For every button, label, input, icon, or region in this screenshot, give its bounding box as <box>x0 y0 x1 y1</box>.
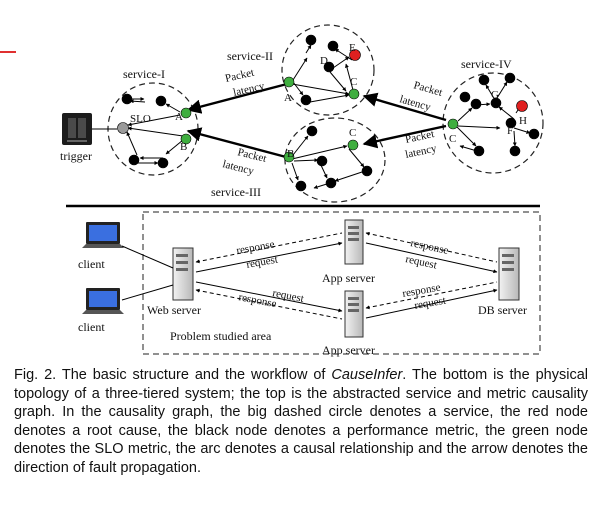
svg-text:request: request <box>413 295 446 312</box>
node-b-service1 <box>180 133 192 145</box>
client-links <box>121 245 174 301</box>
client-label-2: client <box>78 320 105 334</box>
node-c-service2 <box>348 88 360 100</box>
trigger-icon <box>62 113 92 145</box>
laptop-icon-1 <box>82 222 124 248</box>
figure-caption: Fig. 2. The basic structure and the work… <box>14 366 588 477</box>
node-d-label: D <box>320 55 328 67</box>
caption-italic: CauseInfer <box>331 367 403 383</box>
web-server-label: Web server <box>147 303 201 317</box>
node-a-label-1: A <box>175 111 183 123</box>
node-c-label-4: C <box>449 133 456 145</box>
svg-text:request: request <box>271 287 304 305</box>
app-server-label-2: App server <box>322 343 375 357</box>
service-ii-label: service-II <box>227 49 273 63</box>
root-cause-e <box>349 49 361 61</box>
service-iii-label: service-III <box>211 185 261 199</box>
service-i-label: service-I <box>123 67 165 81</box>
request-response-arrows <box>195 231 498 320</box>
node-g-label: G <box>491 89 499 101</box>
node-c-label-3: C <box>349 127 356 139</box>
service-ii-circle <box>281 24 375 116</box>
svg-text:request: request <box>404 253 438 271</box>
node-b-label-3: B <box>287 148 294 160</box>
node-e-label: E <box>349 42 356 54</box>
slo-label: SLO <box>130 113 151 125</box>
node-h-label: H <box>519 115 527 127</box>
node-c-service3 <box>347 139 359 151</box>
node-c-label-2: C <box>350 76 357 88</box>
service-iv-label: service-IV <box>461 57 512 71</box>
slo-node <box>117 122 129 134</box>
laptop-icon-2 <box>82 288 124 314</box>
node-a-label-2: A <box>284 92 292 104</box>
db-server-icon <box>498 247 520 301</box>
app-server-icon-1 <box>344 219 364 265</box>
node-b-label-1: B <box>180 141 187 153</box>
web-server-icon <box>172 247 194 301</box>
causal-arcs <box>126 44 531 189</box>
node-a-service2 <box>283 76 295 88</box>
caption-suffix: . The bottom is the physical topology of… <box>14 367 588 476</box>
caption-prefix: Fig. 2. The basic structure and the work… <box>14 367 332 383</box>
app-server-icon-2 <box>344 290 364 338</box>
service-iv-circle <box>442 72 544 174</box>
svg-text:latency: latency <box>232 80 266 99</box>
db-server-label: DB server <box>478 303 527 317</box>
node-b-service3 <box>283 151 295 163</box>
svg-text:Packet: Packet <box>404 128 435 146</box>
edge-labels: Packet latency Packet latency Packet lat… <box>221 67 443 178</box>
node-c-service4 <box>447 118 459 130</box>
app-server-label-1: App server <box>322 271 375 285</box>
root-cause-h <box>516 100 528 112</box>
problem-area-label: Problem studied area <box>170 329 272 343</box>
metric-nodes <box>117 34 540 192</box>
node-a-service1 <box>180 107 192 119</box>
svg-text:Packet: Packet <box>412 79 443 99</box>
propagation-arrows <box>186 82 447 159</box>
causality-figure: service-I service-II service-III service… <box>0 24 544 357</box>
client-label-1: client <box>78 257 105 271</box>
trigger-label: trigger <box>60 149 92 163</box>
svg-text:request: request <box>245 254 278 271</box>
node-f-label: F <box>507 125 513 137</box>
